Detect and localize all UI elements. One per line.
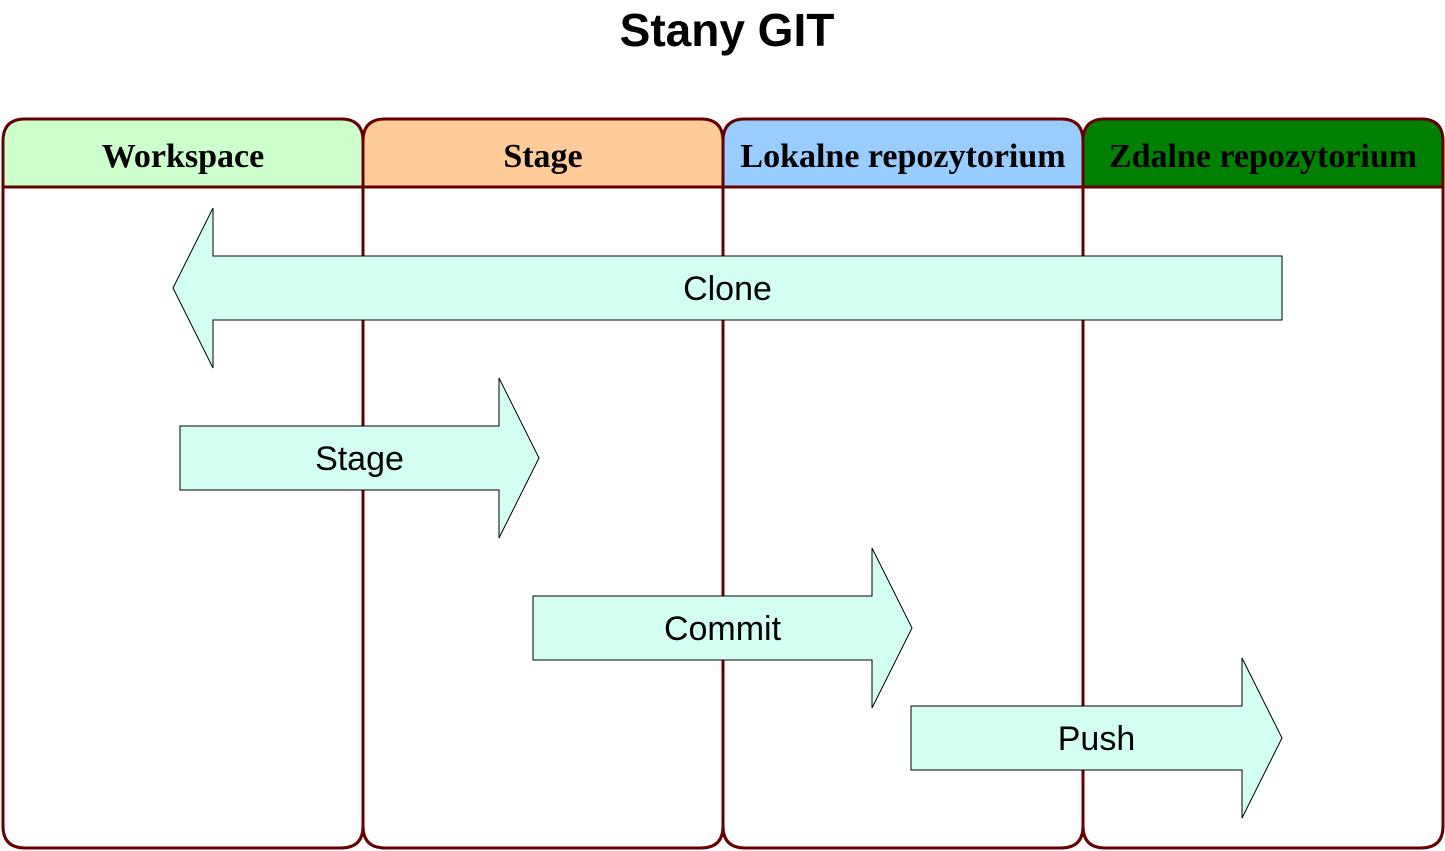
diagram-title: Stany GIT <box>620 4 835 56</box>
arrow-shape <box>910 657 1283 819</box>
arrow-label: Stage <box>315 440 404 478</box>
lane-header <box>3 119 363 187</box>
arrow-label: Commit <box>664 610 782 648</box>
lane-header-label: Stage <box>503 138 582 175</box>
lane-border <box>721 117 1085 850</box>
lane-header <box>1083 119 1443 187</box>
arrow-shape <box>179 377 540 539</box>
arrow-label: Clone <box>683 270 772 308</box>
arrow-clone: Clone <box>172 207 1283 369</box>
arrow-shape <box>532 547 913 709</box>
lane-header-label: Lokalne repozytorium <box>740 138 1065 175</box>
arrow-commit: Commit <box>532 547 913 709</box>
arrow-stage: Stage <box>179 377 540 539</box>
arrow-push: Push <box>910 657 1283 819</box>
arrow-shape <box>172 207 1283 369</box>
lane-header <box>723 119 1083 187</box>
lane-border <box>1081 117 1445 850</box>
lane-border <box>1 117 365 850</box>
lane-header <box>363 119 723 187</box>
lane-header-label: Workspace <box>102 138 264 175</box>
lane-header-label: Zdalne repozytorium <box>1109 138 1417 175</box>
lane-border <box>361 117 725 850</box>
arrow-label: Push <box>1058 720 1136 758</box>
